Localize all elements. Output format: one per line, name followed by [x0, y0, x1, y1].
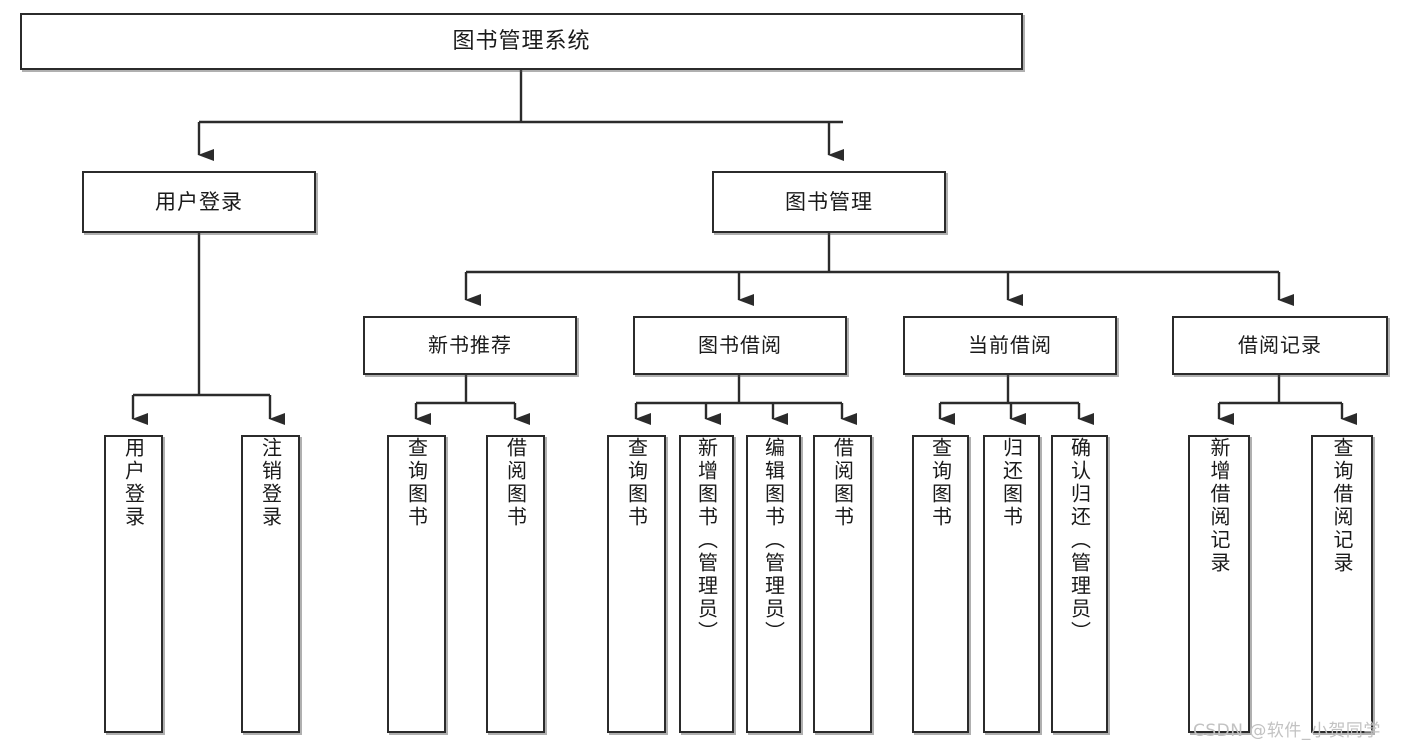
node-root-label: 图书管理系统: [452, 28, 591, 54]
node-level3-0[interactable]: 新书推荐: [363, 316, 577, 375]
node-root[interactable]: 图书管理系统: [20, 13, 1023, 70]
node-leaf-8-label: 查询图书: [928, 437, 953, 529]
node-leaf-3[interactable]: 借阅图书: [486, 435, 545, 733]
node-leaf-7[interactable]: 借阅图书: [813, 435, 872, 733]
node-level2-1-label: 图书管理: [785, 189, 873, 214]
node-leaf-12-label: 查询借阅记录: [1330, 437, 1354, 575]
node-leaf-8[interactable]: 查询图书: [912, 435, 969, 733]
node-leaf-4[interactable]: 查询图书: [607, 435, 666, 733]
node-level3-2[interactable]: 当前借阅: [903, 316, 1117, 375]
node-level3-3[interactable]: 借阅记录: [1172, 316, 1388, 375]
node-leaf-11-label: 新增借阅记录: [1207, 437, 1231, 575]
node-leaf-1-label: 注销登录: [258, 437, 283, 529]
node-leaf-2[interactable]: 查询图书: [387, 435, 446, 733]
node-level3-0-label: 新书推荐: [428, 333, 512, 357]
node-level2-1[interactable]: 图书管理: [712, 171, 946, 233]
node-level3-1[interactable]: 图书借阅: [633, 316, 847, 375]
csdn-watermark: CSDN @软件_小贺同学: [1193, 721, 1381, 741]
node-level3-3-label: 借阅记录: [1238, 333, 1322, 357]
node-leaf-2-label: 查询图书: [404, 437, 429, 529]
node-leaf-11[interactable]: 新增借阅记录: [1188, 435, 1250, 733]
node-leaf-7-label: 借阅图书: [830, 437, 855, 529]
node-leaf-0[interactable]: 用户登录: [104, 435, 163, 733]
node-level3-1-label: 图书借阅: [698, 333, 782, 357]
node-leaf-5-label: 新增图书（管理员）: [694, 437, 719, 644]
node-leaf-12[interactable]: 查询借阅记录: [1311, 435, 1373, 733]
node-leaf-9-label: 归还图书: [999, 437, 1024, 529]
node-level2-0[interactable]: 用户登录: [82, 171, 316, 233]
node-level3-2-label: 当前借阅: [968, 333, 1052, 357]
node-leaf-1[interactable]: 注销登录: [241, 435, 300, 733]
node-leaf-10-label: 确认归还（管理员）: [1067, 437, 1092, 644]
node-leaf-6-label: 编辑图书（管理员）: [761, 437, 786, 644]
node-leaf-9[interactable]: 归还图书: [983, 435, 1040, 733]
node-leaf-10[interactable]: 确认归还（管理员）: [1051, 435, 1108, 733]
node-leaf-5[interactable]: 新增图书（管理员）: [679, 435, 734, 733]
node-level2-0-label: 用户登录: [155, 189, 243, 214]
node-leaf-0-label: 用户登录: [121, 437, 146, 529]
node-leaf-6[interactable]: 编辑图书（管理员）: [746, 435, 801, 733]
node-leaf-3-label: 借阅图书: [503, 437, 528, 529]
node-leaf-4-label: 查询图书: [624, 437, 649, 529]
